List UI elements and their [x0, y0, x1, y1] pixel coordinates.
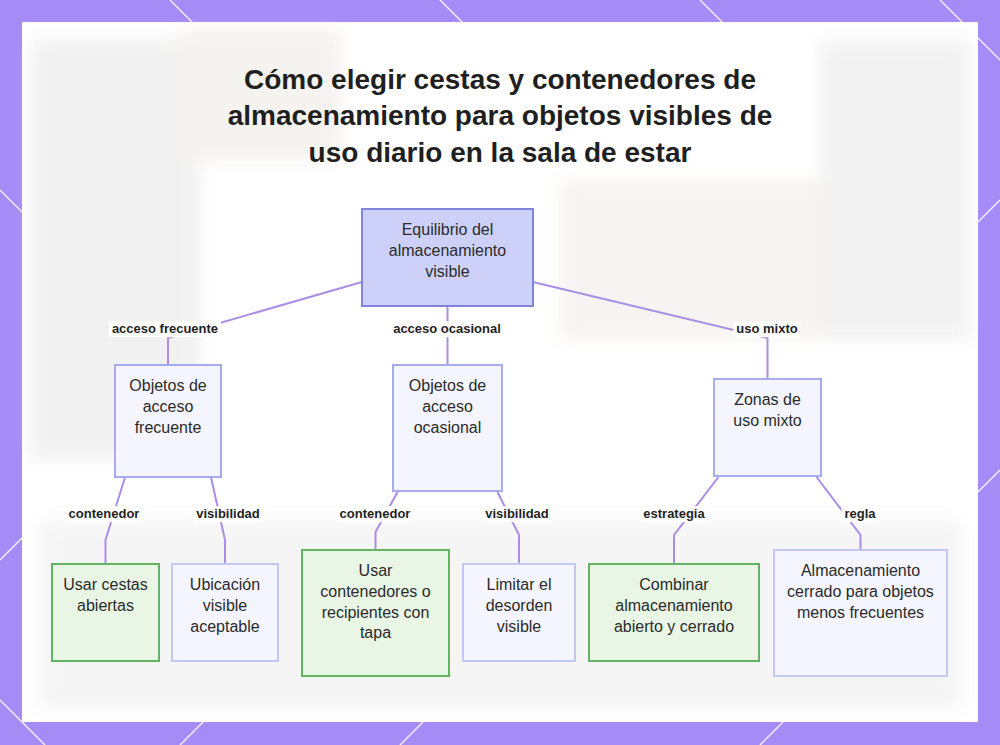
node-text: Objetos de acceso frecuente — [124, 376, 212, 438]
connector — [497, 492, 519, 563]
guideline-box: Almacenamiento cerrado para objetos meno… — [773, 549, 948, 677]
root-box: Equilibrio del almacenamiento visible — [361, 208, 534, 307]
edge-label: uso mixto — [733, 321, 800, 337]
guideline-box: Limitar el desorden visible — [462, 563, 576, 662]
edge-label: acceso ocasional — [390, 321, 504, 337]
container-box: Usar contenedores o recipientes con tapa — [301, 549, 450, 677]
container-box: Combinar almacenamiento abierto y cerrad… — [588, 563, 760, 662]
edge-label: regla — [841, 506, 878, 522]
edge-label: visibilidad — [482, 506, 552, 522]
diagram-title: Cómo elegir cestas y contenedores de alm… — [200, 62, 800, 171]
node-text: Usar cestas abiertas — [61, 575, 150, 617]
node-text: Ubicación visible aceptable — [181, 575, 269, 637]
blurred-photo — [30, 30, 970, 710]
node-text: Objetos de acceso ocasional — [402, 376, 493, 438]
edge-label: visibilidad — [193, 506, 263, 522]
category-box: Objetos de acceso frecuente — [114, 364, 222, 478]
photo-patch — [820, 40, 970, 340]
photo-patch — [40, 520, 960, 710]
node-text: Zonas de uso mixto — [723, 390, 812, 432]
node-text: Combinar almacenamiento abierto y cerrad… — [598, 575, 750, 637]
edge-label: estrategia — [640, 506, 707, 522]
node-text: Limitar el desorden visible — [472, 575, 566, 637]
node-text: Usar contenedores o recipientes con tapa — [311, 561, 440, 644]
edge-label: contenedor — [337, 506, 414, 522]
category-box: Zonas de uso mixto — [713, 378, 822, 477]
category-box: Objetos de acceso ocasional — [392, 364, 503, 492]
node-text: Almacenamiento cerrado para objetos meno… — [783, 561, 938, 623]
panel — [22, 22, 978, 722]
edge-label: acceso frecuente — [109, 321, 221, 337]
node-text: Equilibrio del almacenamiento visible — [371, 220, 524, 282]
edge-label: contenedor — [66, 506, 143, 522]
container-box: Usar cestas abiertas — [51, 563, 160, 662]
photo-patch — [560, 180, 820, 340]
guideline-box: Ubicación visible aceptable — [171, 563, 279, 662]
